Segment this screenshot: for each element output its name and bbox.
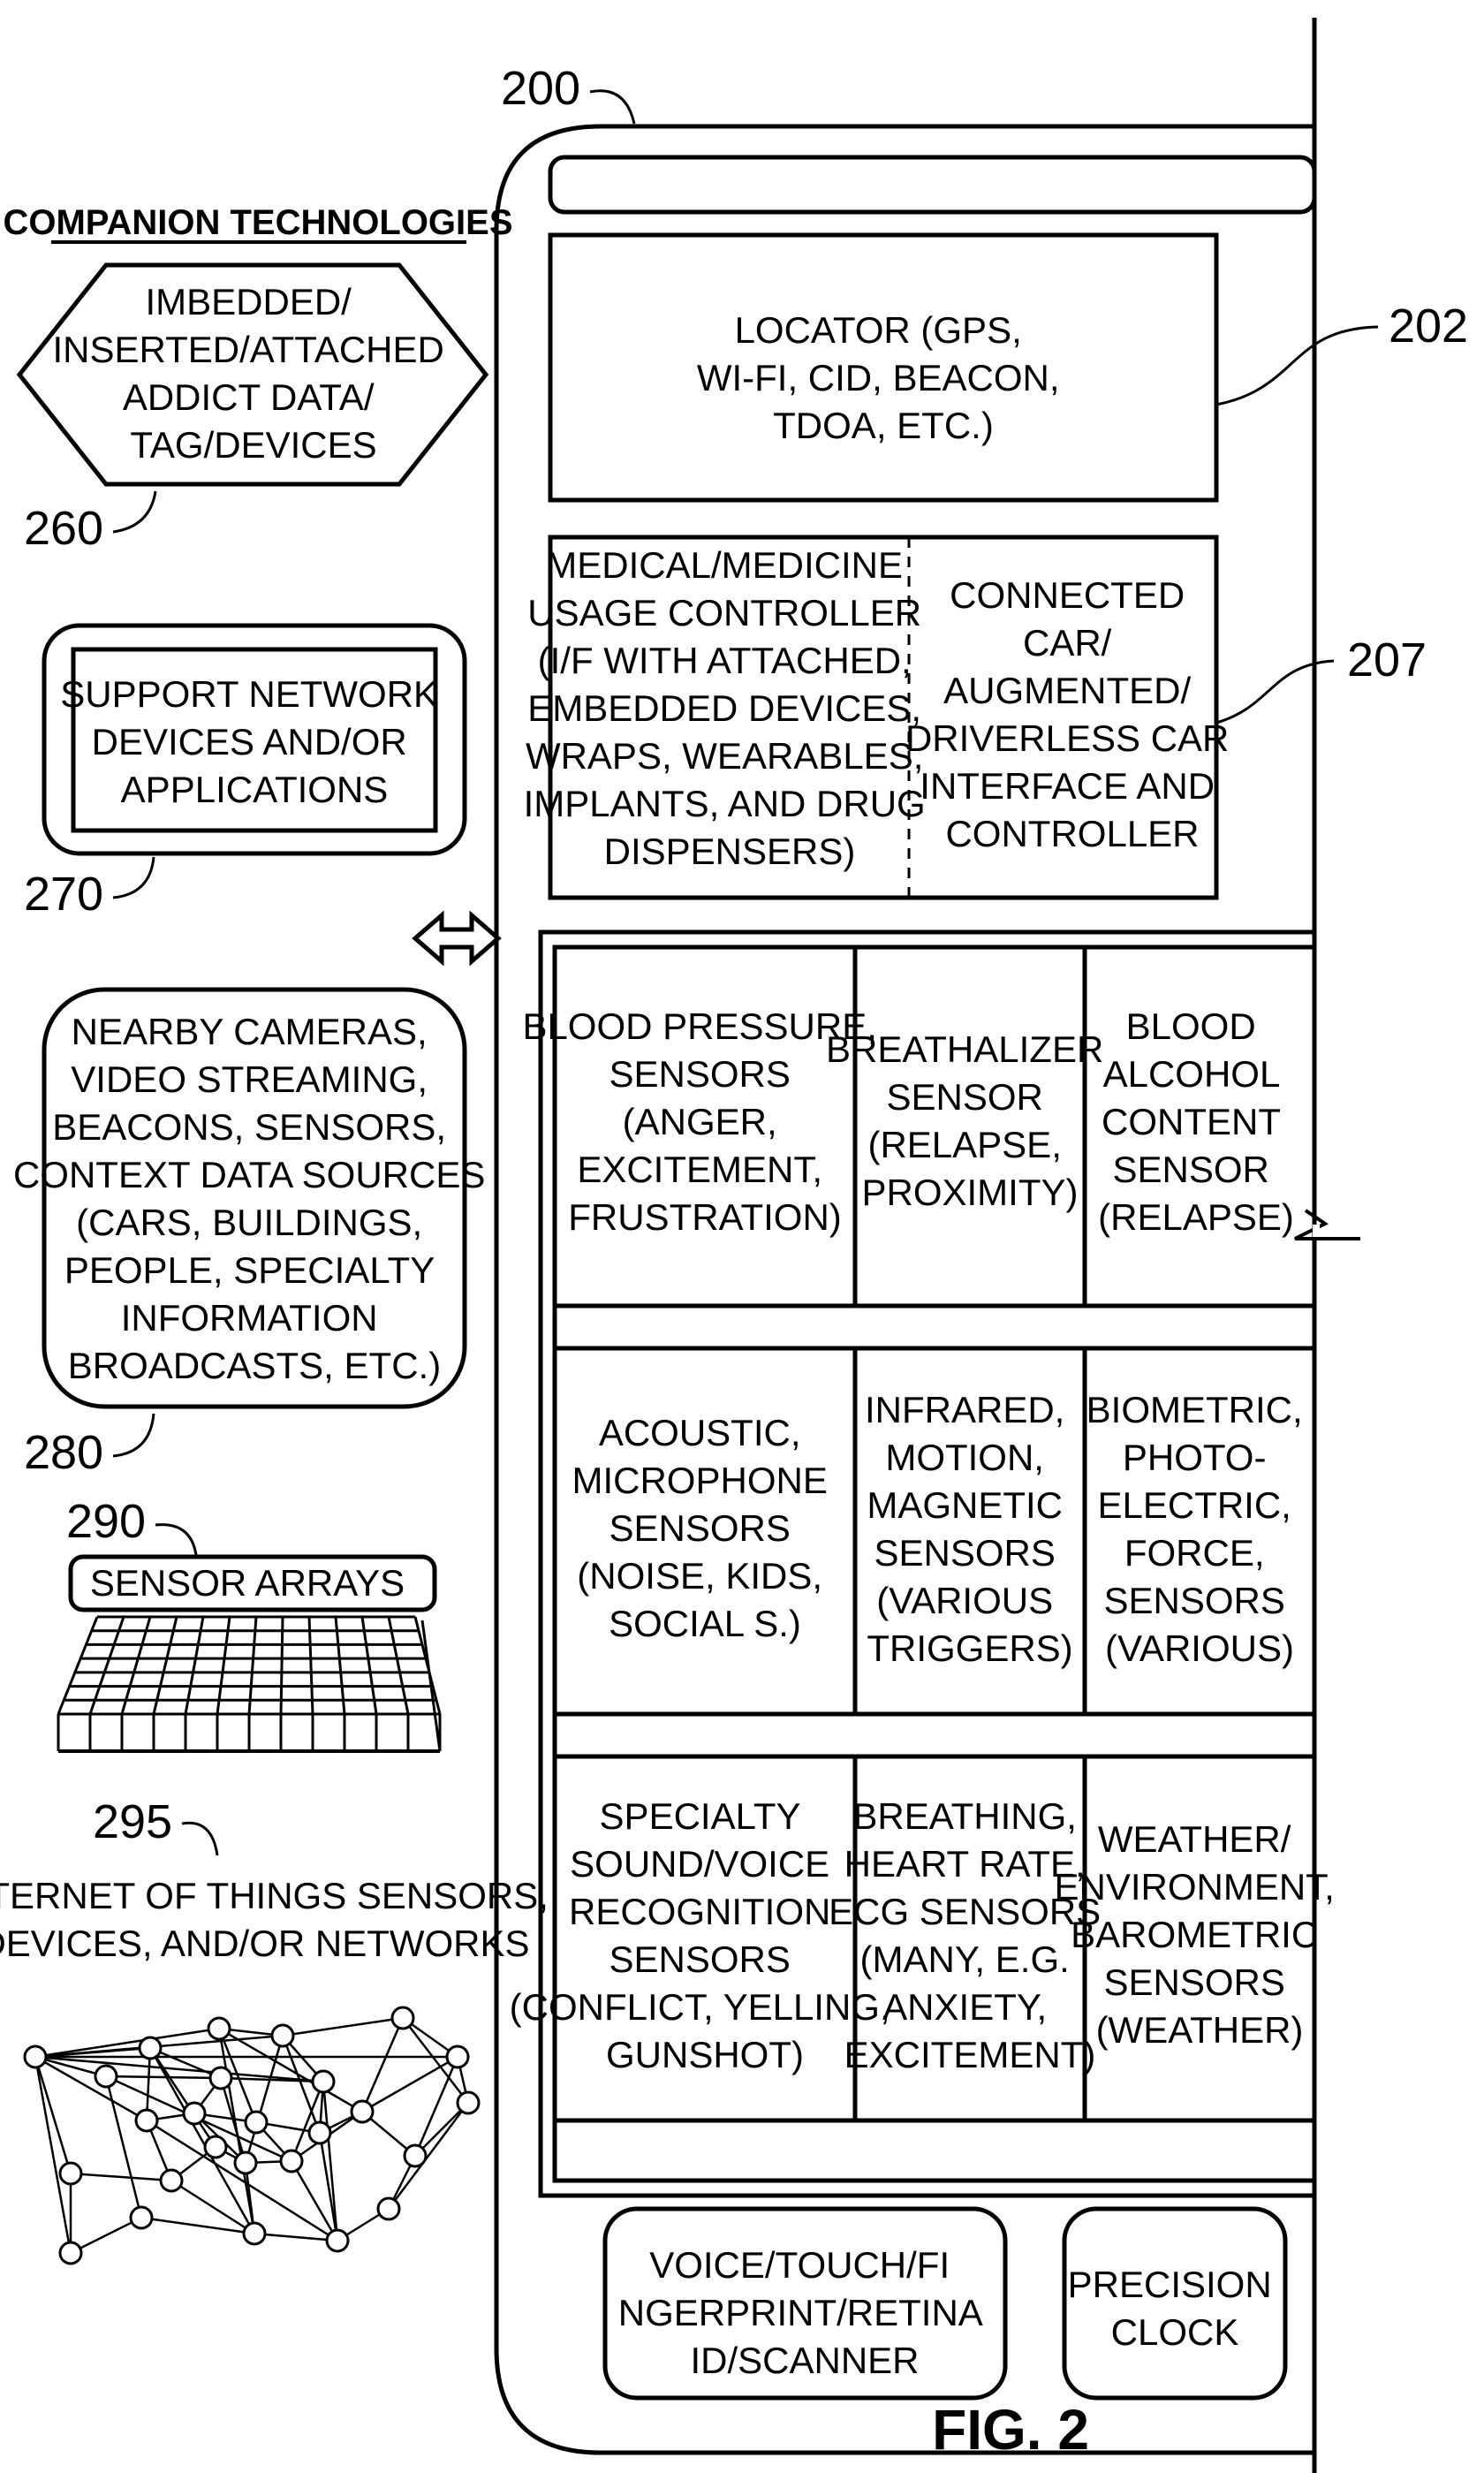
network-edge (171, 2181, 254, 2234)
leader-290 (155, 1525, 196, 1555)
network-edge (362, 2057, 458, 2112)
precision-clock-label: PRECISION CLOCK (1068, 2264, 1283, 2353)
network-node (447, 2046, 468, 2067)
network-edge (106, 2076, 141, 2218)
leader-260 (113, 491, 155, 532)
device-body-outline (496, 126, 1314, 2453)
sensor-breathalizer: BREATHALIZER SENSOR (RELAPSE, PROXIMITY) (826, 1028, 1114, 1213)
ref-270: 270 (24, 868, 103, 921)
ref-290: 290 (66, 1495, 146, 1548)
ref-207: 207 (1347, 633, 1427, 687)
network-node (140, 2037, 161, 2059)
network-node (208, 2018, 230, 2039)
ref-200: 200 (501, 62, 580, 115)
network-node (392, 2007, 413, 2029)
sensor-array-grid (58, 1617, 440, 1751)
network-edge (71, 2173, 171, 2181)
leader-200 (590, 91, 634, 124)
network-node (235, 2152, 256, 2173)
network-edge (362, 2018, 403, 2112)
network-edge (389, 2103, 468, 2209)
network-edge (254, 2234, 337, 2241)
network-node (313, 2071, 334, 2092)
network-node (327, 2230, 348, 2251)
locator-label: LOCATOR (GPS, WI-FI, CID, BEACON, TDOA, … (697, 309, 1070, 446)
network-node (60, 2242, 81, 2264)
network-node (378, 2198, 399, 2219)
break-mask (1313, 1225, 1320, 1237)
network-edge (415, 2057, 458, 2156)
leader-295 (182, 1823, 217, 1855)
break-mark (1295, 1210, 1360, 1239)
companion-heading: COMPANION TECHNOLOGIES (3, 203, 512, 242)
ref-260: 260 (24, 502, 103, 555)
network-node (281, 2151, 302, 2172)
sensor-weather: WEATHER/ ENVIRONMENT, BAROMETRIC SENSORS… (1054, 1818, 1344, 2051)
sensor-biometric: BIOMETRIC, PHOTO- ELECTRIC, FORCE, SENSO… (1086, 1389, 1314, 1669)
leader-270 (113, 857, 154, 898)
support-network-label: SUPPORT NETWORK DEVICES AND/OR APPLICATI… (60, 673, 449, 810)
sensor-blood-alcohol: BLOOD ALCOHOL CONTENT SENSOR (RELAPSE) (1098, 1005, 1294, 1238)
network-node (352, 2101, 373, 2122)
ref-202: 202 (1389, 300, 1468, 353)
addict-tag-label: IMBEDDED/ INSERTED/ATTACHED ADDICT DATA/… (52, 281, 454, 466)
network-node (458, 2092, 479, 2113)
sensor-specialty-sound: SPECIALTY SOUND/VOICE RECOGNITION SENSOR… (510, 1795, 901, 2075)
network-node (95, 2066, 117, 2087)
figure-label: FIG. 2 (932, 2398, 1089, 2462)
id-scanner-label: VOICE/TOUCH/FI NGERPRINT/RETINA ID/SCANN… (618, 2244, 991, 2381)
network-edge (141, 2218, 254, 2234)
companion-technologies: COMPANION TECHNOLOGIES IMBEDDED/ INSERTE… (0, 203, 559, 2264)
network-node (405, 2145, 426, 2166)
network-node (309, 2122, 330, 2143)
network-node (184, 2103, 205, 2124)
device-200: 200 LOCATOR (GPS, WI-FI, CID, BEACON, TD… (496, 18, 1468, 2473)
car-interface-label: CONNECTED CAR/ AUGMENTED/ DRIVERLESS CAR… (905, 574, 1239, 854)
leader-202 (1216, 327, 1378, 405)
sensor-acoustic: ACOUSTIC, MICROPHONE SENSORS (NOISE, KID… (572, 1412, 837, 1644)
sensor-breathing: BREATHING, HEART RATE, ECG SENSORS (MANY… (829, 1795, 1111, 2075)
iot-label: INTERNET OF THINGS SENSORS, DEVICES, AND… (0, 1875, 559, 1964)
network-node (244, 2223, 265, 2244)
bidirectional-arrow (415, 915, 498, 961)
network-node (131, 2207, 152, 2228)
network-edge (106, 2076, 221, 2078)
network-node (272, 2025, 293, 2046)
network-node (205, 2136, 226, 2158)
sensor-infrared: INFRARED, MOTION, MAGNETIC SENSORS (VARI… (865, 1389, 1075, 1669)
network-node (136, 2110, 157, 2131)
network-edge (283, 2018, 403, 2036)
network-node (161, 2170, 182, 2191)
sensor-arrays-label: SENSOR ARRAYS (90, 1562, 405, 1604)
network-node (210, 2067, 231, 2089)
network-node (246, 2112, 267, 2133)
context-sources-label: NEARBY CAMERAS, VIDEO STREAMING, BEACONS… (13, 1011, 496, 1386)
network-node (60, 2163, 81, 2184)
network-node (25, 2046, 46, 2067)
ref-280: 280 (24, 1426, 103, 1479)
leader-280 (113, 1414, 154, 1456)
medical-controller-label: MEDICAL/MEDICINE USAGE CONTROLLER (I/F W… (524, 544, 936, 872)
device-top-bar (550, 157, 1314, 212)
iot-network-graph (25, 2007, 479, 2264)
ref-295: 295 (93, 1795, 172, 1848)
